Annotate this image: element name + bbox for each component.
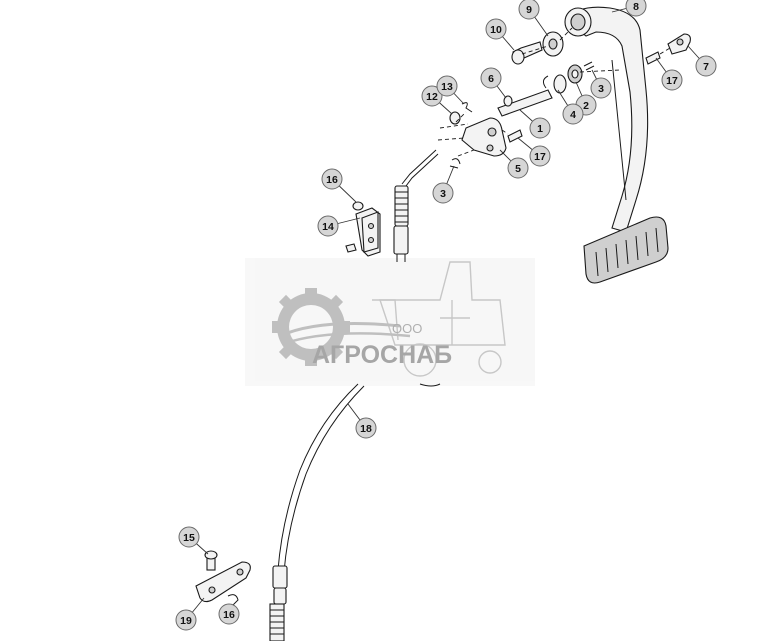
callout-circle	[421, 85, 443, 107]
callout-label: 6	[488, 73, 494, 85]
shaft-assembly	[497, 64, 583, 117]
callout-c5: 5	[499, 149, 529, 179]
assembly-lines	[437, 27, 671, 157]
lower-clip	[227, 594, 239, 607]
pin-lower	[507, 129, 523, 143]
callout-c1: 1	[519, 109, 551, 139]
callout-c4: 4	[557, 89, 584, 125]
upper-mounting-bracket	[345, 201, 381, 257]
callout-label: 19	[180, 615, 192, 627]
cable	[277, 383, 441, 580]
cotter-pin-lower	[449, 158, 461, 169]
callout-label: 2	[583, 100, 589, 112]
lever-bracket	[461, 117, 507, 157]
callout-label: 16	[326, 174, 338, 186]
callout-label: 17	[534, 151, 546, 163]
callout-circle	[178, 526, 200, 548]
callout-label: 10	[490, 24, 502, 36]
clevis	[667, 33, 691, 55]
callout-label: 3	[598, 83, 604, 95]
callout-circle	[695, 55, 717, 77]
callout-label: 13	[441, 81, 453, 93]
watermark: ООО АГРОСНАБ	[245, 258, 535, 386]
callout-label: 3	[440, 188, 446, 200]
pin	[645, 51, 661, 65]
callout-c14: 14	[317, 215, 361, 237]
callout-c19: 19	[175, 597, 205, 631]
gear-logo-icon	[272, 288, 411, 366]
callout-circle	[518, 0, 540, 20]
callout-label: 7	[703, 61, 709, 73]
callout-label: 5	[515, 163, 521, 175]
bolt	[511, 41, 543, 65]
callout-circle	[317, 215, 339, 237]
callout-circle	[485, 18, 507, 40]
callout-circle	[355, 417, 377, 439]
callout-c3a: 3	[590, 69, 612, 99]
callout-circle	[590, 77, 612, 99]
callout-circle	[625, 0, 647, 17]
callout-c12: 12	[421, 85, 453, 115]
watermark-prefix: ООО	[392, 321, 422, 336]
harvester-icon	[372, 261, 506, 377]
callout-label: 12	[426, 91, 438, 103]
cable-upper	[393, 149, 439, 262]
callout-circle	[432, 182, 454, 204]
callout-c10: 10	[485, 18, 515, 51]
callout-c16b: 16	[218, 603, 240, 625]
callout-c15: 15	[178, 526, 209, 555]
callout-c18: 18	[347, 403, 377, 439]
callout-label: 15	[183, 532, 195, 544]
cable-lower-end	[269, 565, 288, 641]
callout-label: 18	[360, 423, 372, 435]
callout-c17b: 17	[517, 137, 551, 167]
callout-label: 8	[633, 1, 639, 13]
callout-circle	[529, 117, 551, 139]
bushing	[542, 31, 564, 57]
pedal-arm	[564, 6, 649, 233]
callout-circle	[507, 157, 529, 179]
callout-circle	[661, 69, 683, 91]
callout-circle	[529, 145, 551, 167]
callout-circle	[562, 103, 584, 125]
callout-c3b: 3	[432, 165, 455, 204]
callout-c8: 8	[611, 0, 647, 17]
callout-c7: 7	[687, 45, 717, 77]
callout-label: 14	[322, 221, 334, 233]
callout-c6: 6	[480, 67, 507, 99]
pedal-pad	[583, 216, 669, 284]
callout-label: 16	[223, 609, 235, 621]
callout-circle	[480, 67, 502, 89]
lower-bracket	[195, 561, 251, 603]
callout-label: 17	[666, 75, 678, 87]
callout-circle	[175, 609, 197, 631]
callout-c9: 9	[518, 0, 549, 37]
callout-circle	[436, 75, 458, 97]
callout-c16a: 16	[321, 168, 357, 203]
cotter-pin	[583, 61, 595, 71]
watermark-company-name: АГРОСНАБ	[312, 341, 452, 369]
callout-label: 1	[537, 123, 543, 135]
callout-c17a: 17	[655, 57, 683, 91]
lower-bolt	[204, 550, 218, 571]
callout-circle	[218, 603, 240, 625]
callout-label: 4	[570, 109, 576, 121]
callout-label: 9	[526, 4, 532, 16]
callout-c13: 13	[436, 75, 465, 105]
callout-circle	[321, 168, 343, 190]
